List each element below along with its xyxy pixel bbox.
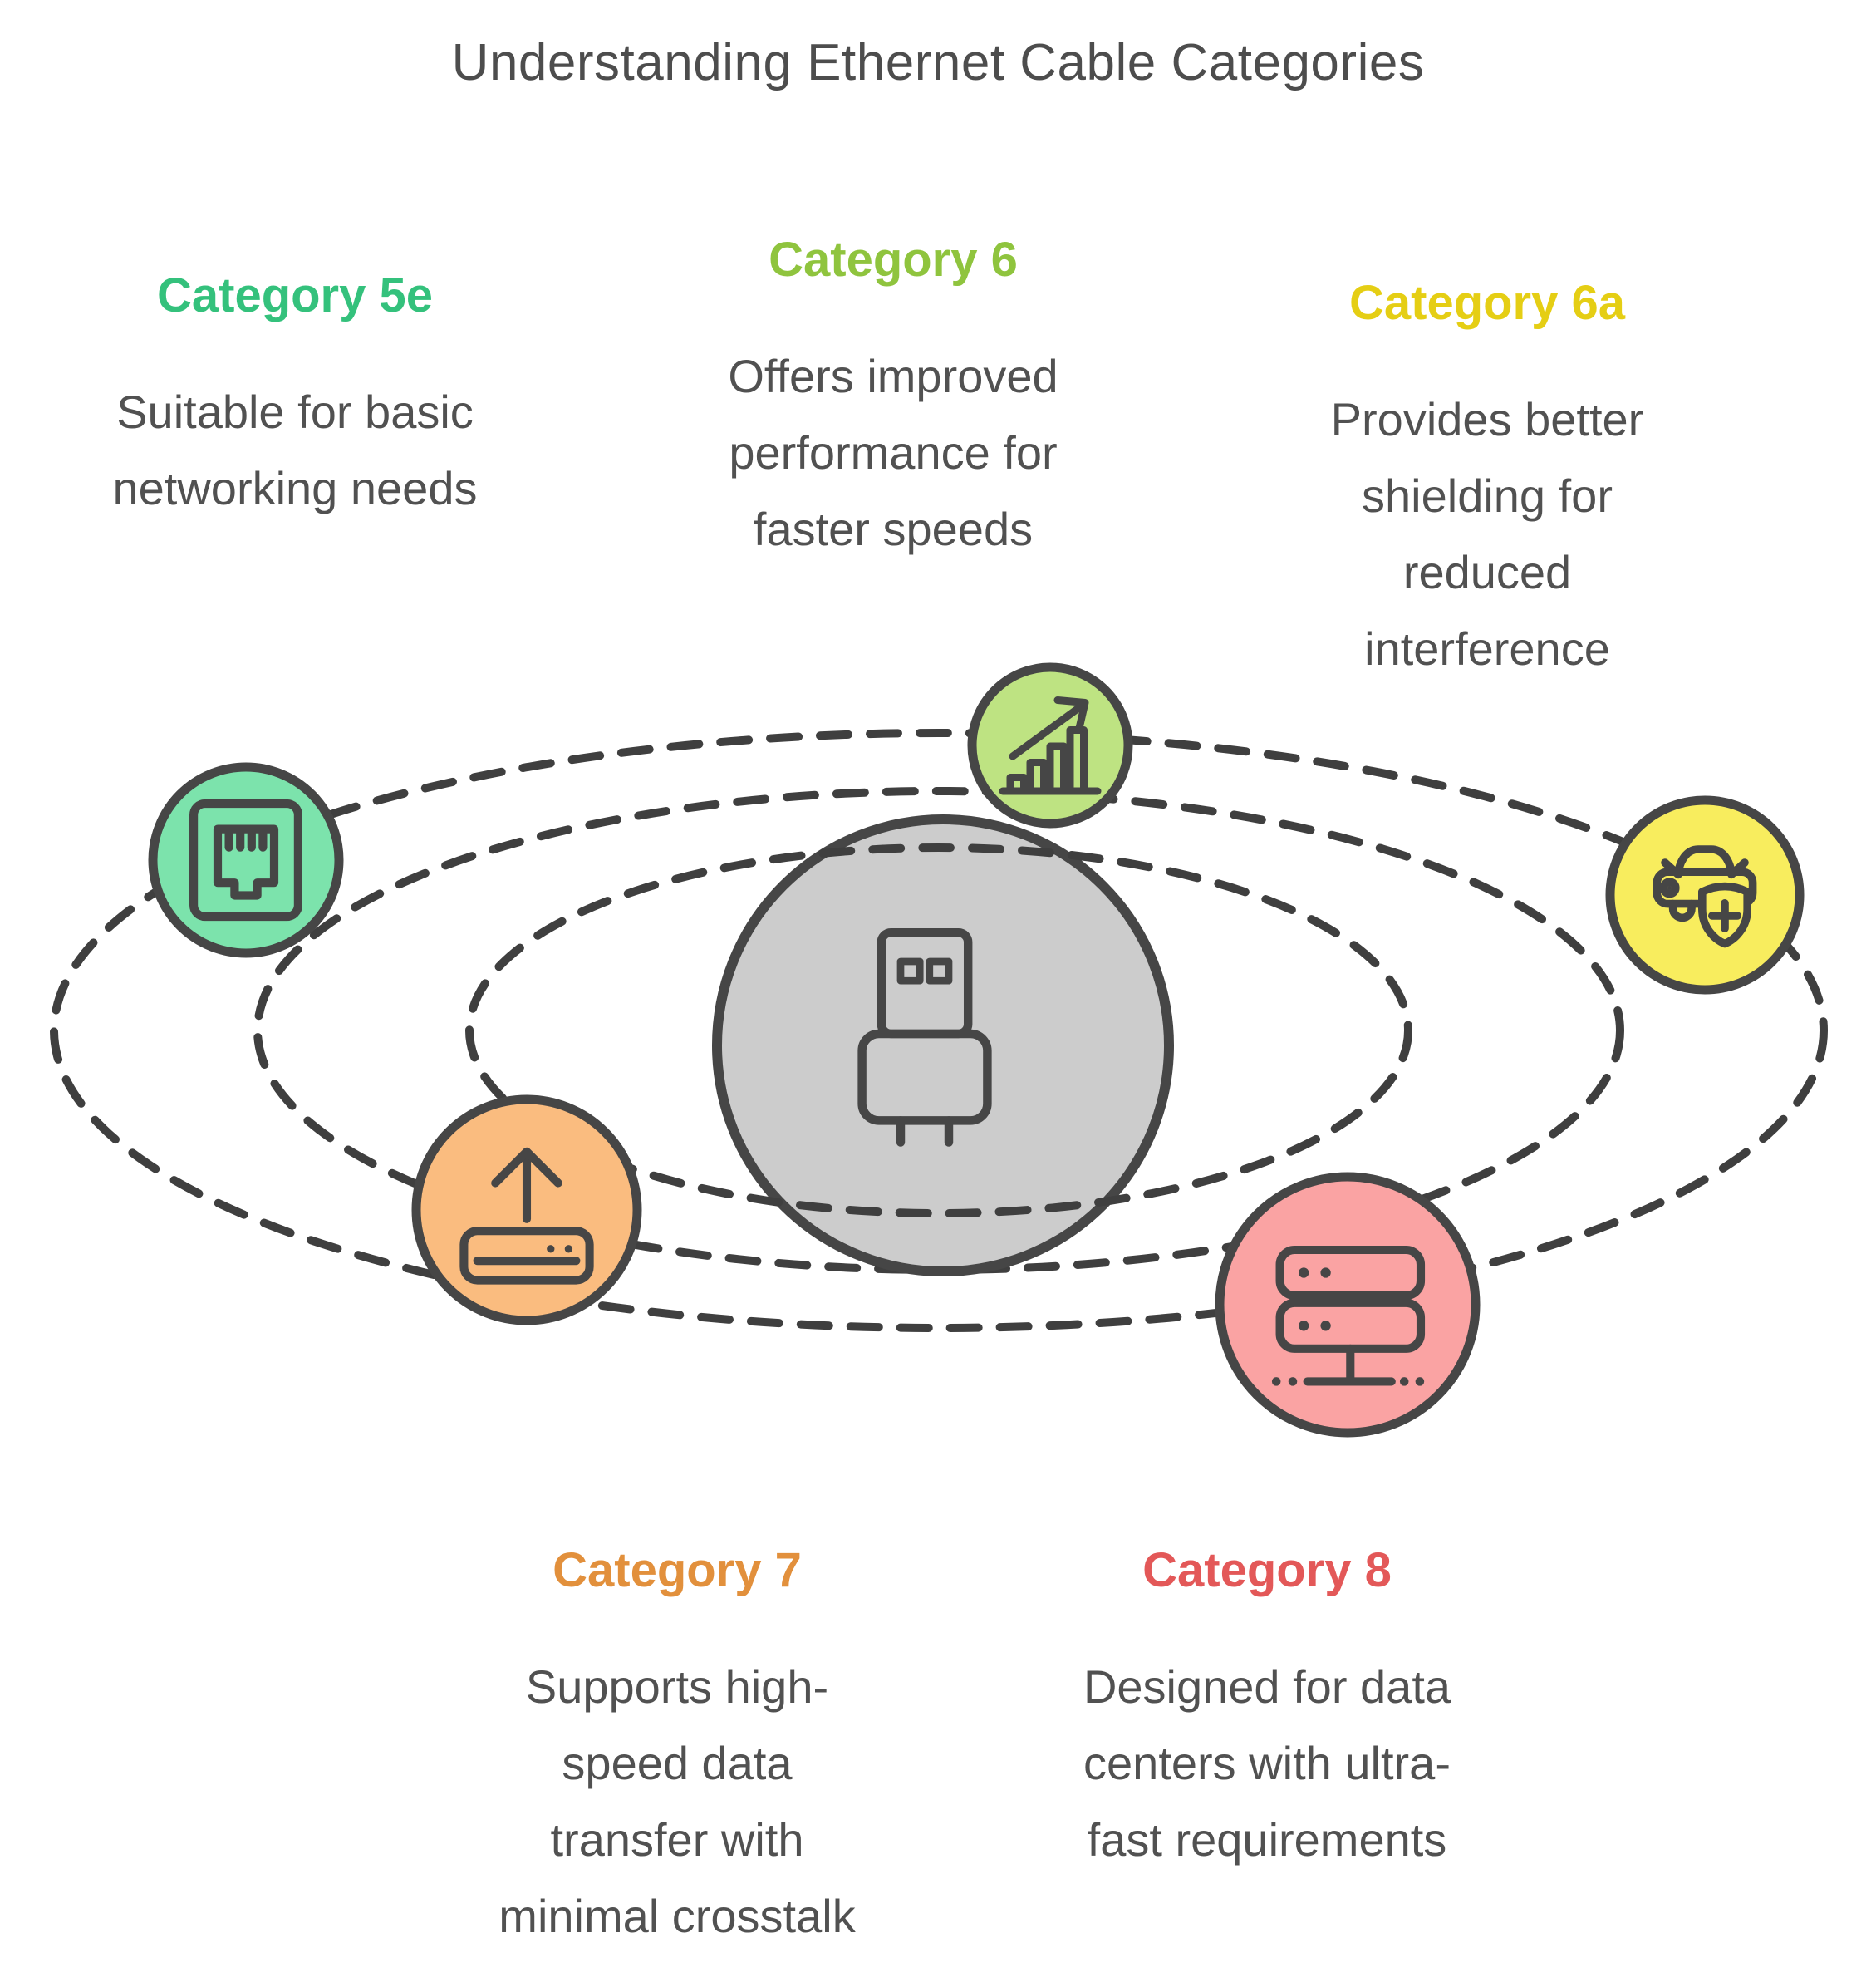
category-block-7: Category 7 Supports high- speed data tra… xyxy=(482,1541,872,1955)
growth-chart-icon xyxy=(999,696,1102,795)
cat7-node xyxy=(411,1094,642,1325)
upload-drive-icon xyxy=(459,1147,594,1285)
center-node xyxy=(712,814,1174,1276)
category-block-8: Category 8 Designed for data centers wit… xyxy=(1026,1541,1508,1878)
car-shield-icon xyxy=(1653,845,1757,948)
category-block-6a: Category 6a Provides better shielding fo… xyxy=(1296,273,1678,687)
category-description-7: Supports high- speed data transfer with … xyxy=(498,1660,856,1942)
center-node-circle xyxy=(712,814,1174,1276)
category-description-8: Designed for data centers with ultra- fa… xyxy=(1083,1660,1451,1866)
category-description-6: Offers improved performance for faster s… xyxy=(728,350,1058,555)
category-description-5e: Suitable for basic networking needs xyxy=(112,386,478,514)
category-label-8: Category 8 xyxy=(1142,1543,1392,1597)
orbit-ellipse-outer xyxy=(50,729,1828,1332)
cat8-node xyxy=(1215,1172,1481,1438)
usb-plug-icon xyxy=(857,927,992,1147)
category-label-7: Category 7 xyxy=(552,1543,802,1597)
orbit-ellipse-inner xyxy=(465,843,1412,1217)
cat5e-node-circle xyxy=(148,762,344,958)
cat5e-node xyxy=(148,762,344,958)
category-block-6: Category 6 Offers improved performance f… xyxy=(661,230,1126,568)
ethernet-port-icon xyxy=(189,799,303,922)
category-label-5e: Category 5e xyxy=(156,268,434,322)
category-description-6a: Provides better shielding for reduced in… xyxy=(1330,393,1644,675)
cat6-node xyxy=(967,662,1133,829)
category-label-6: Category 6 xyxy=(769,233,1018,287)
page-title: Understanding Ethernet Cable Categories xyxy=(451,34,1425,91)
category-label-6a: Category 6a xyxy=(1348,276,1626,330)
cat6a-node xyxy=(1605,795,1805,995)
server-stack-icon xyxy=(1271,1245,1426,1386)
category-block-5e: Category 5e Suitable for basic networkin… xyxy=(37,266,552,527)
